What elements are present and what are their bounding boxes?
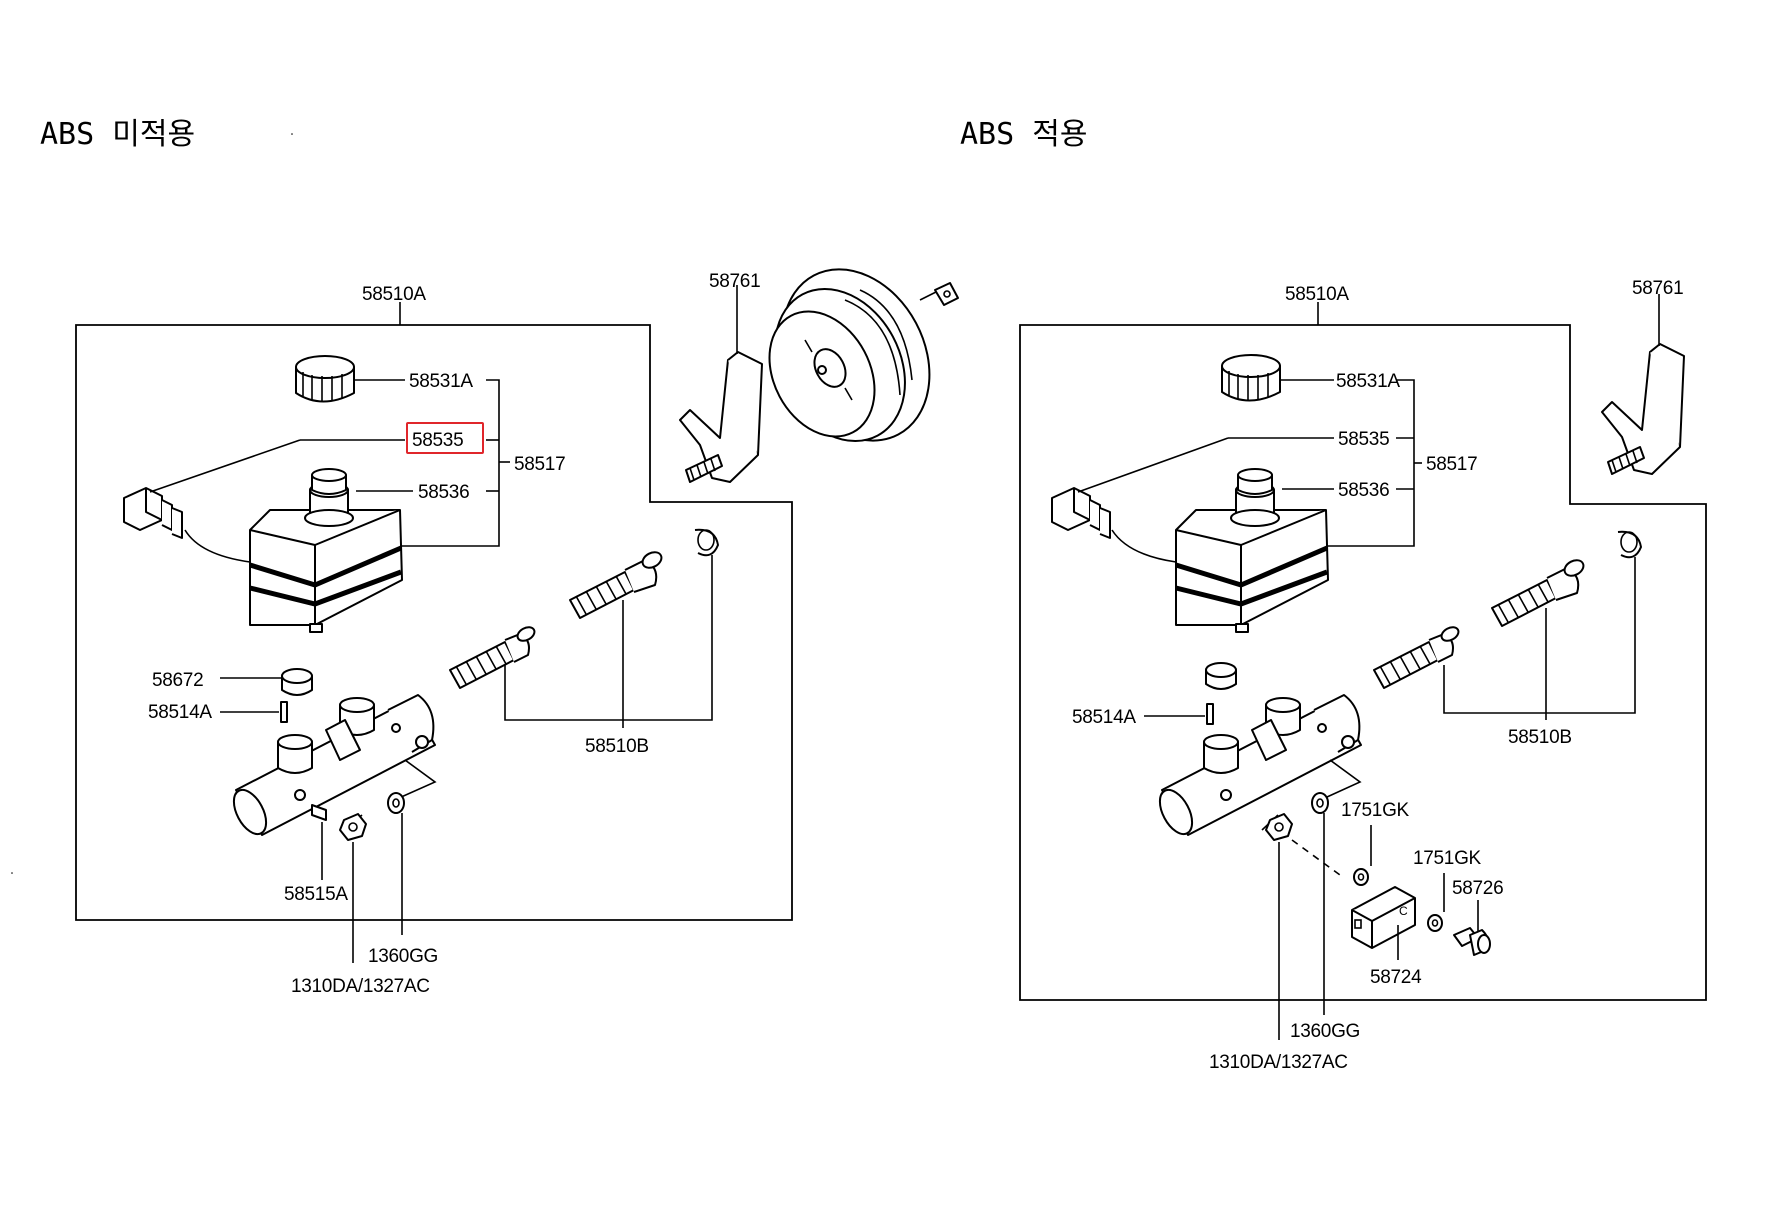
right-piston-spring-a <box>1373 626 1460 689</box>
left-level-sensor <box>123 439 405 563</box>
left-label-cap: 58531A <box>409 371 473 392</box>
left-piston-spring-a <box>449 626 536 689</box>
right-label-bracket: 58761 <box>1632 278 1683 299</box>
left-diagram: 58510A 58531A <box>75 268 959 997</box>
left-piston-spring-b <box>569 551 663 619</box>
left-label-sensor[interactable]: 58535 <box>412 430 464 451</box>
right-label-union: 58724 <box>1370 967 1422 988</box>
left-master-cylinder <box>232 694 436 836</box>
right-label-washer: 1360GG <box>1290 1021 1360 1042</box>
right-label-sensor: 58535 <box>1338 429 1389 450</box>
title-abs-not-applied: ABS 미적용 <box>40 117 195 152</box>
right-union-bolt <box>1453 927 1491 956</box>
right-reservoir-cap <box>1221 354 1281 402</box>
left-reservoir <box>249 468 403 633</box>
left-label-bleed-screw: 58515A <box>284 884 348 905</box>
left-label-bracket: 58761 <box>709 271 760 292</box>
right-bracket-58761 <box>1601 343 1685 475</box>
left-reservoir-cap <box>295 355 355 403</box>
right-label-gasket-b: 1751GK <box>1413 848 1482 869</box>
left-label-pin: 58514A <box>148 702 212 723</box>
highlight-box-58535 <box>406 422 484 454</box>
left-label-seal: 58536 <box>418 482 469 503</box>
right-label-nut: 1310DA/1327AC <box>1209 1052 1348 1073</box>
right-pin <box>1206 703 1214 725</box>
right-reservoir <box>1175 468 1329 633</box>
right-label-union-bolt: 58726 <box>1452 878 1503 899</box>
brake-booster <box>768 268 959 443</box>
right-assembly-frame <box>1019 324 1707 1001</box>
right-gasket-a <box>1353 868 1369 886</box>
left-grommet <box>281 668 313 696</box>
right-level-sensor <box>1051 437 1334 563</box>
right-grommet <box>1205 662 1237 690</box>
right-union: C <box>1351 886 1416 949</box>
right-washer <box>1311 792 1329 814</box>
left-pin <box>280 701 288 723</box>
left-label-piston-kit: 58510B <box>585 736 649 757</box>
left-bleed-screw <box>311 804 327 821</box>
left-snap-ring <box>694 528 719 557</box>
svg-text:C: C <box>1399 904 1408 918</box>
left-label-assembly: 58510A <box>362 284 426 305</box>
left-nut <box>339 813 367 841</box>
right-piston-spring-b <box>1491 559 1585 627</box>
right-label-seal: 58536 <box>1338 480 1389 501</box>
right-master-cylinder <box>1158 694 1362 836</box>
right-label-cap: 58531A <box>1336 371 1400 392</box>
right-label-assembly: 58510A <box>1285 284 1349 305</box>
right-label-pin: 58514A <box>1072 707 1136 728</box>
left-bracket-58761 <box>679 351 763 483</box>
right-label-reservoir-kit: 58517 <box>1426 454 1477 475</box>
left-assembly-frame <box>75 324 793 921</box>
left-label-reservoir-kit: 58517 <box>514 454 565 475</box>
right-label-piston-kit: 58510B <box>1508 727 1572 748</box>
left-label-washer: 1360GG <box>368 946 438 967</box>
right-gasket-b <box>1427 914 1443 932</box>
right-label-gasket-a: 1751GK <box>1341 800 1410 821</box>
right-diagram: 58510A 58531A <box>1019 278 1707 1073</box>
right-nut <box>1265 813 1293 841</box>
title-abs-applied: ABS 적용 <box>960 117 1087 152</box>
right-snap-ring <box>1617 530 1642 559</box>
left-label-nut: 1310DA/1327AC <box>291 976 430 997</box>
left-washer <box>387 792 405 814</box>
left-label-grommet: 58672 <box>152 670 203 691</box>
